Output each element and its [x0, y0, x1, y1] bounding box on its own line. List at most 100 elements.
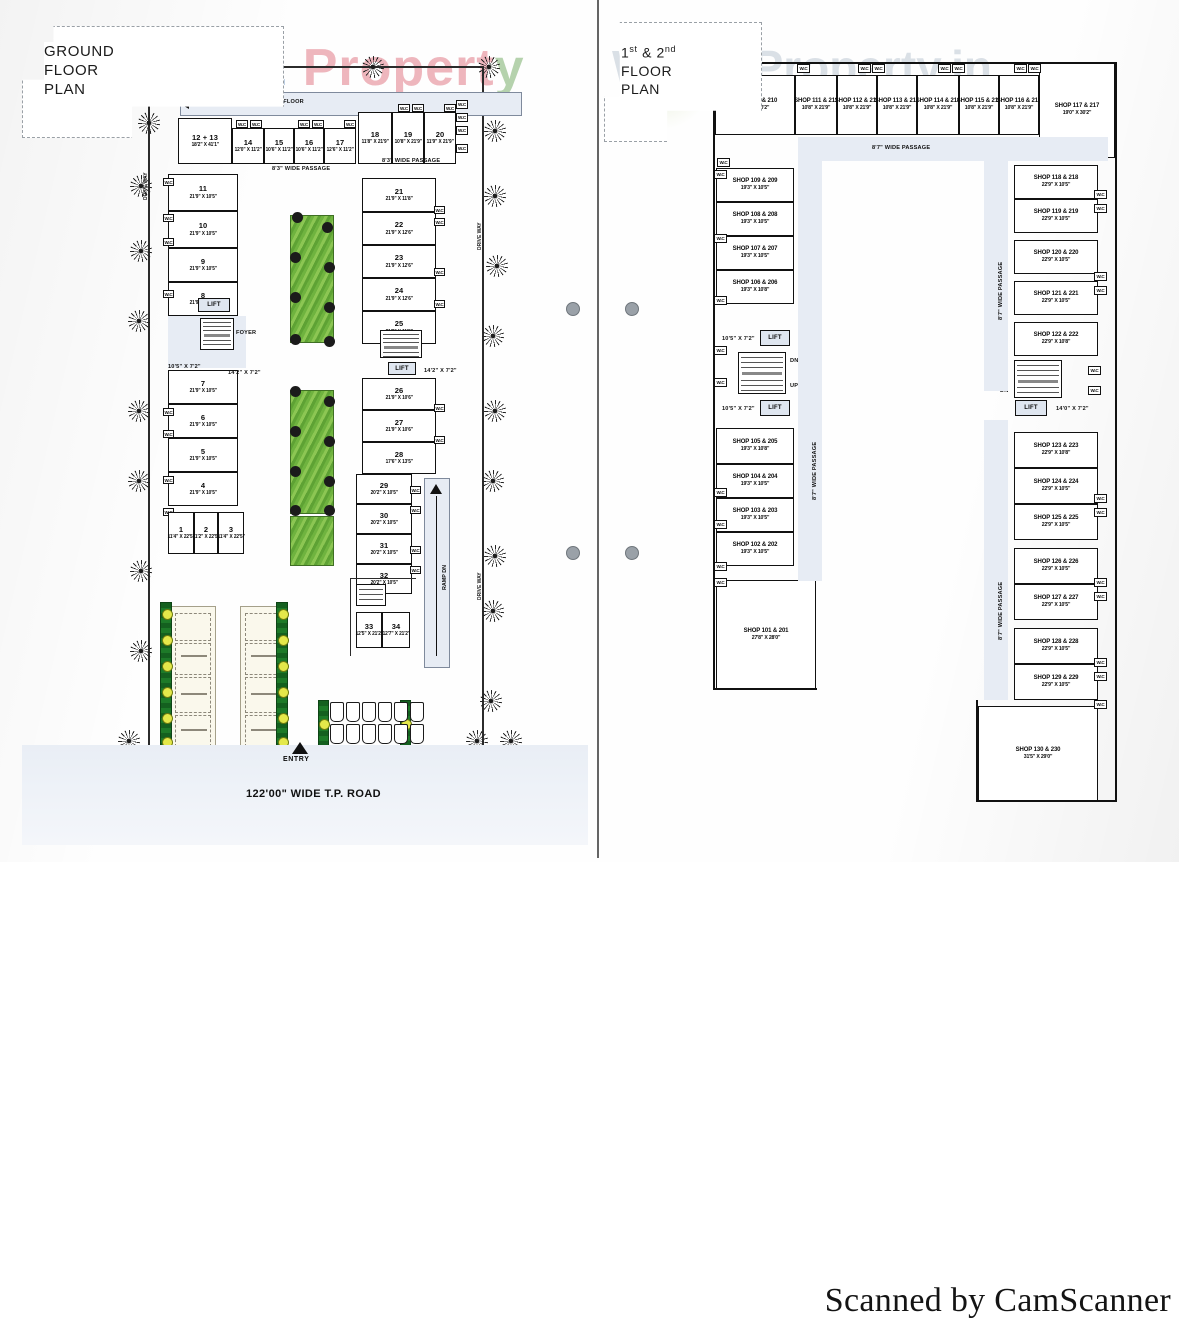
upper-shop[interactable]: SHOP 103 & 203 19'3" X 10'5" — [716, 498, 794, 532]
ground-unit[interactable]: 12 + 13 18'2" X 41'1" — [178, 118, 232, 164]
tp-road-band — [22, 745, 588, 845]
parking-bay — [362, 724, 376, 744]
unit-number: 26 — [394, 385, 404, 395]
ground-unit[interactable]: 4 21'9" X 10'5" — [168, 472, 238, 506]
upper-shop[interactable]: SHOP 121 & 221 22'9" X 10'5" — [1014, 281, 1098, 315]
upper-shop[interactable]: SHOP 124 & 224 22'9" X 10'5" — [1014, 468, 1098, 504]
shop-dimension: 19'3" X 10'5" — [740, 219, 770, 226]
ground-unit[interactable]: 16 10'6" X 11'2" — [294, 128, 324, 164]
tree-icon — [484, 120, 506, 142]
upper-shop[interactable]: SHOP 127 & 227 22'9" X 10'5" — [1014, 584, 1098, 620]
lift-box[interactable]: LIFT — [388, 362, 416, 375]
ground-unit[interactable]: 30 20'2" X 10'5" — [356, 504, 412, 534]
upper-shop[interactable]: SHOP 112 & 212 10'8" X 21'9" — [835, 75, 879, 135]
upper-shop[interactable]: SHOP 130 & 230 31'5" X 29'0" — [978, 706, 1098, 802]
lift-box[interactable]: LIFT — [760, 400, 790, 416]
wc-icon: W.C — [952, 64, 965, 73]
upper-passage-label-top: 8'7" WIDE PASSAGE — [872, 145, 931, 151]
ground-unit[interactable]: 9 21'9" X 10'5" — [168, 248, 238, 282]
ground-unit[interactable]: 31 20'2" X 10'5" — [356, 534, 412, 564]
lift-box[interactable]: LIFT — [760, 330, 790, 346]
ground-unit[interactable]: 20 11'9" X 21'9" — [424, 112, 456, 164]
ground-unit[interactable]: 22 21'9" X 12'6" — [362, 212, 436, 245]
parking-bay — [362, 702, 376, 722]
upper-shop[interactable]: SHOP 106 & 206 19'3" X 10'8" — [716, 270, 794, 304]
upper-shop[interactable]: SHOP 116 & 216 10'8" X 21'9" — [997, 75, 1041, 135]
punch-hole — [566, 546, 580, 560]
lift-box[interactable]: LIFT — [198, 298, 230, 312]
shop-dimension: 19'3" X 10'5" — [740, 253, 770, 260]
upper-shop[interactable]: SHOP 123 & 223 22'9" X 10'8" — [1014, 432, 1098, 468]
upper-shop[interactable]: SHOP 119 & 219 22'9" X 10'5" — [1014, 199, 1098, 233]
wc-icon: W.C — [1094, 272, 1107, 281]
upper-shop[interactable]: SHOP 115 & 215 10'8" X 21'9" — [957, 75, 1001, 135]
upper-shop[interactable]: SHOP 113 & 213 10'8" X 21'9" — [875, 75, 919, 135]
shop-name: SHOP 123 & 223 — [1033, 443, 1079, 450]
wc-icon: W.C — [410, 546, 421, 554]
ground-unit[interactable]: 3 11'4" X 22'5" — [217, 512, 245, 554]
shop-dimension: 19'3" X 10'5" — [740, 549, 770, 556]
upper-shop[interactable]: SHOP 120 & 220 22'9" X 10'5" — [1014, 240, 1098, 274]
upper-shop[interactable]: SHOP 107 & 207 19'3" X 10'5" — [716, 236, 794, 270]
ground-unit[interactable]: 26 21'9" X 10'6" — [362, 378, 436, 410]
unit-dimension: 11'8" X 21'9" — [361, 139, 389, 145]
ground-unit[interactable]: 6 21'9" X 10'5" — [168, 404, 238, 438]
ground-unit[interactable]: 18 11'8" X 21'9" — [358, 112, 392, 164]
tree-icon — [484, 545, 506, 567]
upper-shop[interactable]: SHOP 125 & 225 22'9" X 10'5" — [1014, 504, 1098, 540]
upper-shop[interactable]: SHOP 114 & 214 10'8" X 21'9" — [916, 75, 960, 135]
shop-name: SHOP 108 & 208 — [732, 212, 778, 219]
shrub-icon — [324, 476, 335, 487]
upper-shop[interactable]: SHOP 105 & 205 19'3" X 10'8" — [716, 428, 794, 464]
ground-unit[interactable]: 15 10'6" X 11'2" — [264, 128, 294, 164]
upper-shop[interactable]: SHOP 108 & 208 19'3" X 10'5" — [716, 202, 794, 236]
shrub-icon — [322, 222, 333, 233]
shop-dimension: 22'9" X 10'8" — [1041, 450, 1071, 457]
ground-unit[interactable]: 2 11'2" X 22'5" — [192, 512, 220, 554]
parking-bays-right — [378, 702, 424, 744]
ground-unit[interactable]: 23 21'9" X 12'6" — [362, 245, 436, 278]
ground-unit[interactable]: 19 10'8" X 21'9" — [392, 112, 424, 164]
upper-shop[interactable]: SHOP 126 & 226 22'9" X 10'5" — [1014, 548, 1098, 584]
upper-shop[interactable]: SHOP 109 & 209 19'3" X 10'5" — [716, 168, 794, 202]
shop-name: SHOP 126 & 226 — [1033, 559, 1079, 566]
parking-bay — [394, 702, 408, 722]
wc-icon: W.C — [714, 170, 727, 179]
ground-unit[interactable]: 33 12'5" X 21'2" — [355, 612, 383, 648]
tree-icon — [138, 112, 160, 134]
ground-unit[interactable]: 1 11'4" X 22'5" — [167, 512, 195, 554]
upper-shop[interactable]: SHOP 102 & 202 19'3" X 10'5" — [716, 532, 794, 566]
upper-shop[interactable]: SHOP 129 & 229 22'9" X 10'5" — [1014, 664, 1098, 700]
upper-shop[interactable]: SHOP 122 & 222 22'9" X 10'8" — [1014, 322, 1098, 356]
bottom-right-block-outline — [350, 578, 416, 580]
tree-icon — [482, 470, 504, 492]
ground-unit[interactable]: 17 12'6" X 11'2" — [324, 128, 356, 164]
ground-unit[interactable]: 24 21'9" X 12'6" — [362, 278, 436, 311]
lift-box[interactable]: LIFT — [1015, 400, 1047, 416]
ground-unit[interactable]: 34 12'7" X 21'2" — [382, 612, 410, 648]
unit-number: 16 — [304, 137, 314, 147]
upper-shop[interactable]: SHOP 111 & 211 10'8" X 21'9" — [794, 75, 838, 135]
ground-unit[interactable]: 7 21'9" X 10'5" — [168, 370, 238, 404]
bottom-right-block-outline-left — [350, 578, 352, 656]
upper-passage-right — [984, 161, 1008, 391]
upper-shop[interactable]: SHOP 101 & 201 27'8" X 28'0" — [716, 580, 816, 690]
parking-bay — [330, 724, 344, 744]
ground-unit[interactable]: 10 21'9" X 10'5" — [168, 211, 238, 248]
staircase-right — [380, 330, 422, 358]
ground-unit[interactable]: 21 21'9" X 11'8" — [362, 178, 436, 212]
wc-icon: W.C — [163, 214, 174, 222]
ground-unit[interactable]: 14 12'0" X 11'2" — [232, 128, 264, 164]
ground-unit[interactable]: 27 21'9" X 10'6" — [362, 410, 436, 442]
upper-shop[interactable]: SHOP 128 & 228 22'9" X 10'5" — [1014, 628, 1098, 664]
ground-unit[interactable]: 11 21'9" X 10'5" — [168, 174, 238, 211]
wc-icon: W.C — [398, 104, 410, 112]
upper-shop[interactable]: SHOP 104 & 204 19'3" X 10'5" — [716, 464, 794, 498]
ground-unit[interactable]: 29 20'2" X 10'5" — [356, 474, 412, 504]
unit-dimension: 21'9" X 10'5" — [189, 388, 217, 394]
wc-icon: W.C — [250, 120, 262, 128]
ground-unit[interactable]: 28 17'6" X 13'5" — [362, 442, 436, 474]
upper-shop[interactable]: SHOP 118 & 218 22'9" X 10'5" — [1014, 165, 1098, 199]
ground-unit[interactable]: 5 21'9" X 10'5" — [168, 438, 238, 472]
unit-dimension: 20'2" X 10'5" — [370, 580, 398, 586]
